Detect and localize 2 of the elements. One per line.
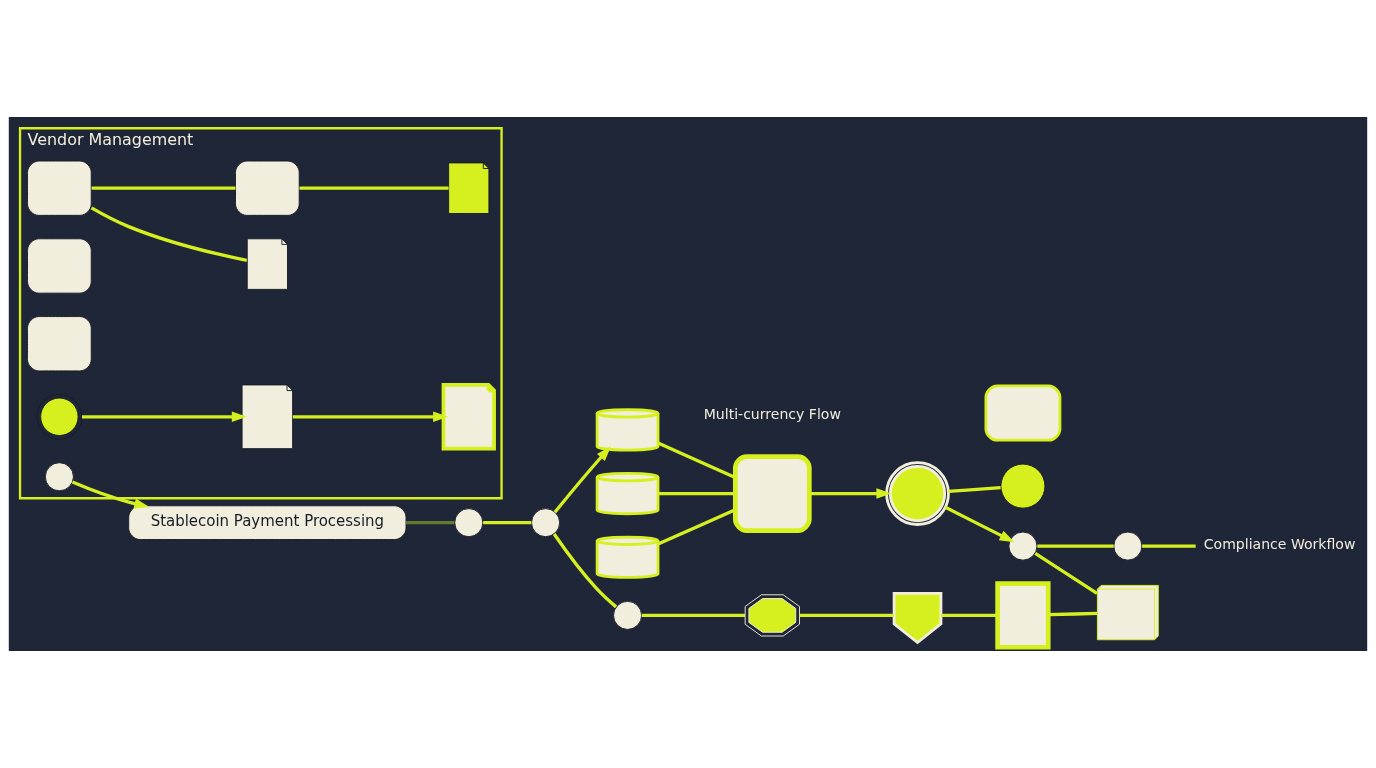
node-text: Compliance Workflow (1203, 536, 1356, 553)
label: Multi-currency Flow (703, 406, 841, 423)
